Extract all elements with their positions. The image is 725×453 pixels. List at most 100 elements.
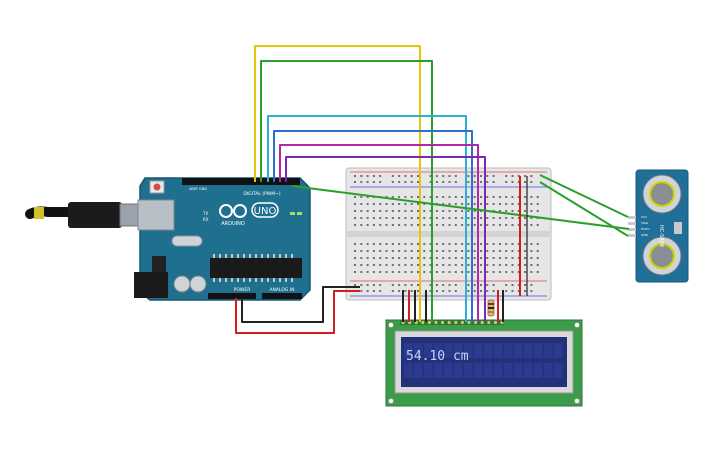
breadboard-hole [505,217,508,219]
breadboard[interactable] [345,167,552,301]
breadboard-hole [360,250,363,252]
breadboard-hole [498,203,501,205]
breadboard-hole [480,181,482,183]
breadboard-hole [517,210,520,212]
lcd-pin [480,320,484,325]
breadboard-hole [379,290,382,292]
breadboard-hole [404,271,407,273]
breadboard-hole [379,264,382,266]
wire-purple [285,156,486,322]
breadboard-hole [385,217,388,219]
breadboard-hole [354,203,356,205]
breadboard-hole [536,243,539,245]
lcd-module[interactable]: 54.10 cm [385,319,583,407]
breadboard-hole [448,210,451,212]
lcd-cell [514,343,523,358]
resistor[interactable] [487,299,495,317]
breadboard-hole [473,243,476,245]
breadboard-hole [498,210,501,212]
breadboard-hole [473,257,476,259]
breadboard-hole [372,203,375,205]
breadboard-hole [404,175,407,177]
breadboard-hole [454,243,457,245]
breadboard-hole [360,181,363,183]
breadboard-holes [354,175,539,292]
breadboard-hole [442,271,445,273]
usb-cable [25,202,143,228]
voltage-regulator [152,256,166,272]
breadboard-hole [379,243,382,245]
power-label: POWER [234,287,251,293]
lcd-pin [441,320,445,325]
breadboard-hole [524,175,527,177]
breadboard-hole [517,290,520,292]
breadboard-hole [524,257,527,259]
breadboard-hole [480,264,482,266]
wire-red-5v [235,290,360,334]
lcd-cell [404,343,413,358]
breadboard-hole [480,271,482,273]
breadboard-hole [524,196,527,198]
breadboard-hole [524,210,527,212]
breadboard-hole [429,257,432,259]
lcd-cell [434,343,443,358]
lcd-cell [404,363,413,378]
breadboard-hole [536,271,539,273]
lcd-cell [504,363,513,378]
capacitor [189,275,207,293]
lcd-cell [464,343,473,358]
breadboard-hole [461,224,464,226]
breadboard-hole [360,196,363,198]
lcd-cell [484,343,493,358]
breadboard-hole [379,175,382,177]
lcd-cells [404,343,563,378]
breadboard-hole [391,175,394,177]
breadboard-hole [398,217,401,219]
breadboard-hole [448,224,451,226]
breadboard-hole [435,175,438,177]
breadboard-hole [442,203,445,205]
breadboard-hole [536,224,539,226]
breadboard-hole [530,175,533,177]
breadboard-hole [486,224,489,226]
breadboard-hole [492,196,495,198]
ultrasonic-sensor[interactable]: HC-SR04 VCC TRIG ECHO GND [628,169,689,283]
breadboard-hole [492,224,495,226]
breadboard-hole [417,224,419,226]
breadboard-hole [398,271,401,273]
mounting-hole [388,322,394,328]
breadboard-hole [442,257,445,259]
lcd-cell [544,363,553,378]
lcd-pin [447,320,451,325]
lcd-cell [494,343,503,358]
breadboard-hole [372,175,375,177]
breadboard-hole [429,271,432,273]
crystal [171,235,203,247]
breadboard-hole [524,224,527,226]
breadboard-hole [417,290,419,292]
breadboard-hole [398,181,401,183]
wire-magenta [279,144,479,322]
breadboard-hole [492,250,495,252]
breadboard-hole [391,243,394,245]
breadboard-hole [442,250,445,252]
breadboard-hole [417,250,419,252]
lcd-cell [434,363,443,378]
breadboard-hole [379,257,382,259]
breadboard-hole [486,290,489,292]
breadboard-hole [404,224,407,226]
breadboard-hole [448,217,451,219]
breadboard-hole [366,224,369,226]
lcd-cell [464,363,473,378]
lcd-pin [467,320,471,325]
breadboard-hole [423,250,426,252]
breadboard-hole [492,203,495,205]
breadboard-hole [429,290,432,292]
crystal [674,222,682,234]
breadboard-hole [417,210,419,212]
breadboard-hole [354,243,356,245]
transducer-mesh [649,243,675,269]
arduino-uno-board[interactable]: UNO ARDUINO DIGITAL (PWM~) POWER ANALOG … [134,177,311,301]
breadboard-hole [467,196,470,198]
breadboard-hole [530,243,533,245]
